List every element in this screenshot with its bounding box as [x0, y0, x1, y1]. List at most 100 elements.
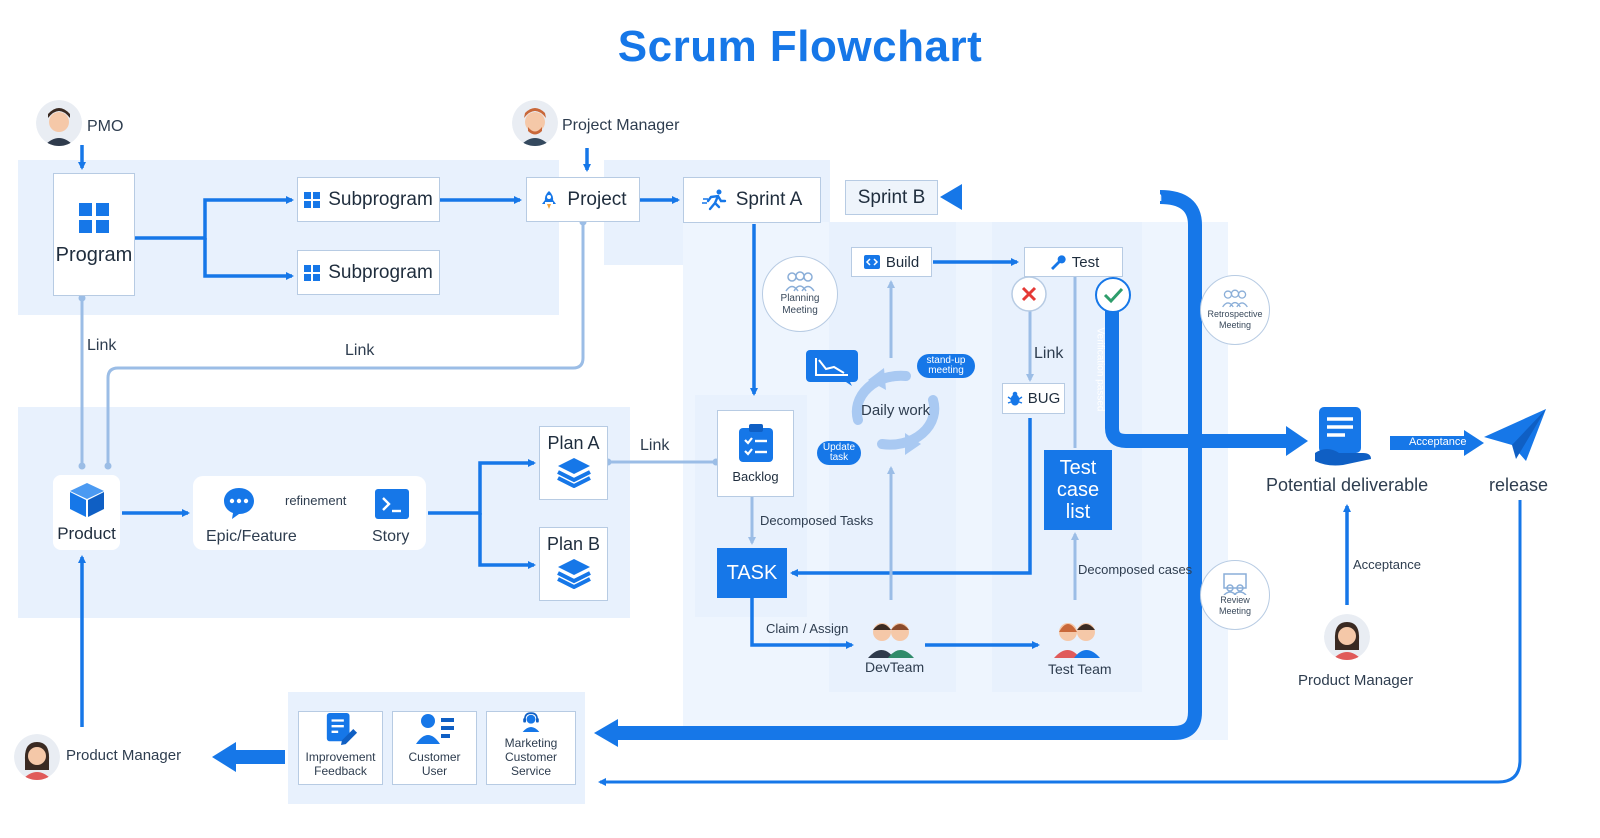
retro-line-1: Retrospective — [1207, 309, 1263, 319]
daily-work-cycle — [851, 370, 940, 450]
team-icon — [785, 271, 815, 292]
task-node[interactable]: TASK — [717, 548, 787, 598]
improvement-feedback-line-2: Feedback — [314, 764, 367, 778]
pmo-label: PMO — [87, 118, 124, 135]
arrow-program-subprogram-2 — [203, 238, 294, 280]
cube-icon — [69, 482, 104, 517]
arrow-program-subprogram-1 — [135, 196, 294, 240]
bug-node[interactable]: BUG — [1002, 383, 1065, 414]
rocket-icon — [542, 190, 557, 209]
test-case-list-line-3: list — [1065, 501, 1091, 523]
marketing-service-card[interactable]: Marketing Customer Service — [486, 711, 576, 785]
plan-b-node[interactable]: Plan B — [539, 527, 608, 601]
subprogram-2-label: Subprogram — [328, 261, 433, 283]
product-manager-right-avatar — [1324, 614, 1370, 660]
devteam-label: DevTeam — [865, 659, 925, 675]
project-manager-avatar — [512, 100, 558, 146]
epic-icon-wrap — [222, 486, 256, 525]
marketing-line-2: Customer Service — [504, 750, 557, 778]
layers-icon — [556, 458, 591, 488]
arrow-release-feedback — [598, 500, 1522, 786]
customer-user-line-2: User — [421, 764, 448, 778]
subprogram-node-2[interactable]: Subprogram — [297, 250, 440, 295]
standup-chip: stand-up meeting — [917, 354, 975, 378]
test-case-list-node[interactable]: Test case list — [1044, 450, 1112, 530]
product-node[interactable]: Product — [53, 475, 120, 550]
fail-icon-wrap — [1011, 276, 1047, 317]
review-meeting-bubble: Review Meeting — [1200, 560, 1270, 630]
layers-icon — [556, 559, 591, 589]
grid-icon — [304, 191, 321, 208]
headset-user-icon — [522, 712, 540, 732]
daily-work-label: Daily work — [861, 402, 931, 419]
devteam-avatar — [866, 612, 916, 658]
epic-feature-label: Epic/Feature — [206, 528, 297, 545]
refinement-label: refinement — [285, 493, 347, 508]
release-icon-wrap — [1482, 405, 1548, 470]
standup-line-2: meeting — [928, 365, 964, 376]
review-line-1: Review — [1220, 595, 1250, 605]
improvement-feedback-card[interactable]: Improvement Feedback — [298, 711, 383, 785]
sprint-a-label: Sprint A — [735, 189, 803, 210]
claim-assign-label: Claim / Assign — [766, 621, 849, 636]
link-label-test-bug: Link — [1034, 345, 1064, 362]
program-node[interactable]: Program — [53, 173, 135, 296]
terminal-icon — [375, 489, 409, 519]
subprogram-node-1[interactable]: Subprogram — [297, 177, 440, 222]
presentation-icon — [1223, 573, 1247, 595]
retrospective-meeting-bubble: Retrospective Meeting — [1200, 275, 1270, 345]
planning-meeting-line-1: Planning — [780, 293, 820, 304]
customer-user-line-1: Customer — [408, 750, 461, 764]
clipboard-checklist-icon — [738, 424, 773, 462]
bug-label: BUG — [1027, 390, 1061, 407]
customer-user-card[interactable]: Customer User — [392, 711, 477, 785]
product-label: Product — [57, 523, 116, 543]
code-icon — [863, 255, 880, 269]
grid-icon — [304, 264, 321, 281]
decomposed-cases-label: Decomposed cases — [1078, 562, 1193, 577]
program-label: Program — [55, 244, 133, 266]
edit-document-icon — [326, 712, 357, 746]
potential-deliverable-label: Potential deliverable — [1266, 475, 1429, 495]
plan-a-node[interactable]: Plan A — [539, 426, 608, 500]
burndown-chart-icon — [806, 350, 858, 386]
pmo-avatar — [36, 100, 82, 146]
test-label: Test — [1071, 253, 1100, 271]
story-label: Story — [372, 528, 410, 545]
update-line-2: task — [829, 452, 849, 463]
team-icon — [1222, 289, 1248, 308]
build-node[interactable]: Build — [851, 247, 932, 277]
deliverable-icon-wrap — [1313, 405, 1375, 472]
task-label: TASK — [726, 561, 778, 584]
release-label: release — [1489, 475, 1549, 495]
sprint-b-node[interactable]: Sprint B — [845, 180, 938, 215]
build-label: Build — [885, 253, 920, 271]
backlog-node[interactable]: Backlog — [717, 410, 794, 497]
update-line-1: Update — [822, 442, 856, 453]
project-manager-label: Project Manager — [562, 117, 680, 134]
test-case-list-line-2: case — [1056, 479, 1100, 501]
improvement-feedback-line-1: Improvement — [305, 750, 376, 764]
testteam-label: Test Team — [1048, 661, 1112, 677]
story-icon-wrap — [375, 489, 409, 524]
test-case-list-line-1: Test — [1059, 457, 1097, 479]
planning-meeting-line-2: Meeting — [782, 305, 818, 316]
product-manager-left-label: Product Manager — [66, 747, 182, 764]
project-node[interactable]: Project — [526, 177, 640, 222]
grid-icon — [79, 203, 109, 233]
sprint-a-node[interactable]: Sprint A — [683, 177, 821, 223]
acceptance-arrow-label: Acceptance — [1409, 436, 1467, 448]
link-label-project-product: Link — [345, 342, 375, 359]
page-title: Scrum Flowchart — [617, 22, 983, 71]
review-line-2: Meeting — [1218, 606, 1252, 616]
plan-a-label: Plan A — [547, 433, 600, 453]
link-label-program-product: Link — [87, 337, 117, 354]
document-hand-icon — [1315, 407, 1371, 466]
link-project-product — [106, 222, 585, 466]
pass-icon-wrap — [1094, 276, 1132, 319]
marketing-line-1: Marketing — [504, 736, 558, 750]
improvement-loop — [612, 190, 1202, 740]
test-node[interactable]: Test — [1024, 247, 1123, 277]
product-manager-left-avatar — [14, 734, 60, 780]
arrow-story-planb — [478, 513, 536, 569]
